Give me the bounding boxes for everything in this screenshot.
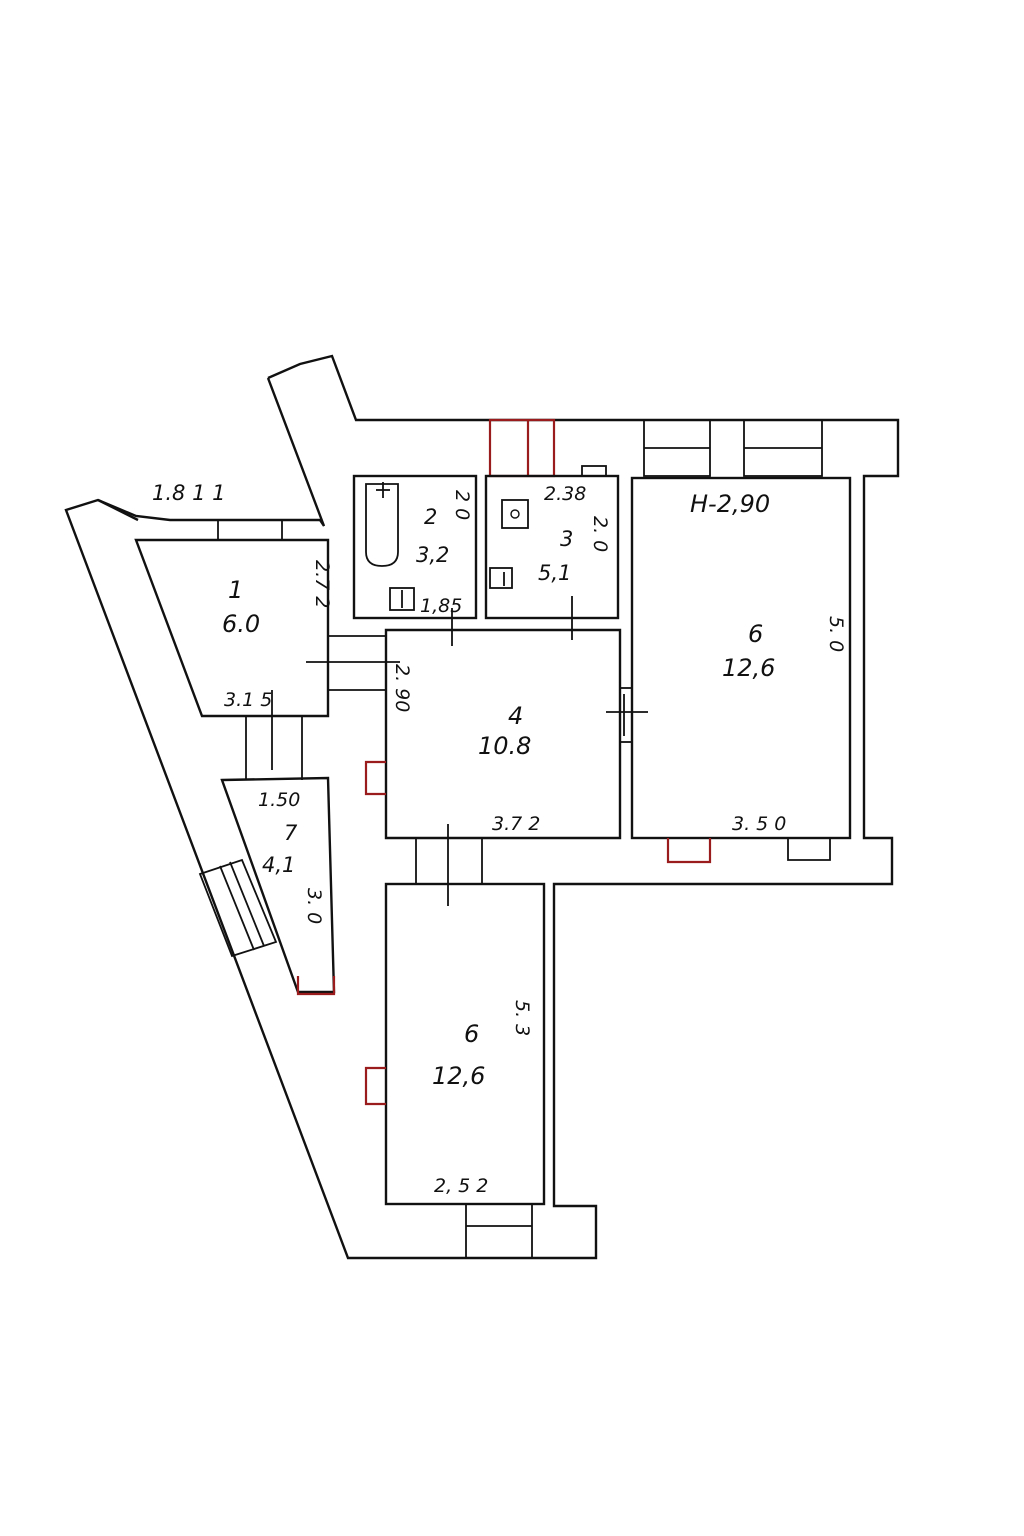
room-6-large-number: 6 [748, 620, 763, 648]
room-2-area: 3,2 [416, 543, 449, 567]
room-7-top-dim: 1.50 [258, 789, 300, 811]
room-4-number: 4 [508, 702, 523, 730]
room-6-lower-bottom-dim: 2, 5 2 [434, 1175, 488, 1197]
room-4-side-dim: 2. 90 [391, 664, 413, 712]
room-7-number: 7 [284, 821, 298, 845]
room-2-bottom-dim: 1,85 [420, 595, 462, 617]
room-1-side-dim: 2.7 2 [311, 560, 333, 608]
ceiling-height-label: H-2,90 [690, 490, 770, 518]
stove-icon [501, 499, 529, 529]
room-6-large-outline [630, 476, 852, 840]
outer-walls [64, 354, 900, 1260]
room-7-area: 4,1 [262, 853, 295, 877]
room-4-bottom-dim: 3.7 2 [492, 813, 540, 835]
room-3-outline [484, 474, 620, 620]
toilet-icon [389, 587, 415, 611]
room-4-area: 10.8 [478, 732, 531, 760]
stove-burner-icon [510, 509, 520, 519]
room-6-large [630, 476, 852, 864]
room-4 [364, 596, 648, 906]
room-1 [134, 520, 400, 780]
sink-icon [489, 567, 513, 589]
outer-wall-north [64, 354, 900, 1260]
room-3-number: 3 [560, 527, 573, 551]
room-2-side-dim: 2 0 [451, 490, 473, 520]
room-2 [352, 474, 478, 620]
chimney-niche-7 [296, 976, 336, 996]
room-3-top-dim: 2.38 [544, 483, 586, 505]
room-4-outline [384, 628, 622, 840]
room-1-bottom-dim: 3.1 5 [224, 689, 272, 711]
corridor-inner-wall [97, 498, 139, 522]
room-6-lower-number: 6 [464, 1020, 479, 1048]
room-3-side-dim: 2. 0 [589, 516, 611, 552]
window-7-mullion-2 [229, 861, 265, 947]
bathtub-icon [365, 483, 399, 567]
room-6-lower-side-dim: 5. 3 [511, 1000, 533, 1036]
room-6-large-area: 12,6 [722, 654, 775, 682]
room-2-outline [352, 474, 478, 620]
room-6-lower-area: 12,6 [432, 1062, 485, 1090]
chimney-niche-4 [364, 760, 386, 796]
room-6-large-bottom-dim: 3. 5 0 [732, 813, 786, 835]
room-7-side-dim: 3. 0 [303, 888, 325, 924]
room-3-area: 5,1 [538, 561, 571, 585]
vent-duct [488, 418, 556, 478]
windows-north [488, 418, 823, 478]
kitchen-vent-icon [581, 465, 607, 477]
room-6-lower [364, 882, 546, 1259]
room-3 [484, 465, 620, 620]
chimney-niche-6b [364, 1066, 386, 1106]
window-7-mullion [219, 865, 255, 951]
radiator-niche-6 [787, 838, 831, 861]
room-1-number: 1 [228, 576, 243, 604]
room-1-top-dim: 1.8 1 1 [152, 481, 225, 505]
room-1-outline [134, 538, 330, 718]
window-7 [198, 858, 278, 958]
room-6-large-side-dim: 5. 0 [825, 616, 847, 652]
room-2-number: 2 [424, 505, 437, 529]
labels: H-2,90 1.8 1 1 1 6.0 3.1 5 2.7 2 2 3,2 2… [152, 481, 847, 1197]
room-1-area: 6.0 [222, 610, 260, 638]
window-6b [465, 1203, 533, 1259]
room-6-lower-outline [384, 882, 546, 1206]
room-7 [198, 776, 336, 996]
chimney-niche-6 [666, 838, 712, 864]
